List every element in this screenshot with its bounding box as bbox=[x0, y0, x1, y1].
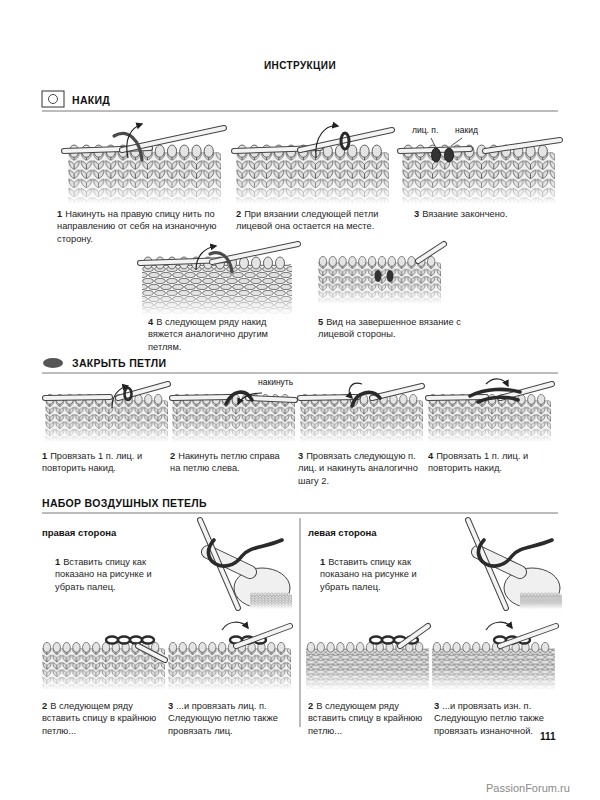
step-caption: Накинуть на правую спицу нить по направл… bbox=[57, 209, 217, 244]
section-heading: ЗАКРЫТЬ ПЕТЛИ bbox=[72, 357, 166, 369]
caption-block: 3...и провязать лиц. п. Следующую петлю … bbox=[168, 700, 294, 737]
page-number: 111 bbox=[540, 731, 556, 742]
caption-block: 2Накинуть петлю справа на петлю слева. bbox=[170, 450, 292, 475]
step-number: 1 bbox=[57, 209, 62, 219]
step-number: 3 bbox=[414, 209, 419, 219]
caption-block: 3...и провязать изн. п. Следующую петлю … bbox=[434, 700, 558, 737]
section-heading-block: ЗАКРЫТЬ ПЕТЛИ bbox=[72, 357, 166, 370]
step-number: 1 bbox=[55, 557, 60, 567]
step-caption: ...и провязать лиц. п. Следующую петлю т… bbox=[168, 701, 278, 736]
step-caption: Вставить спицу как показано на рисунке и… bbox=[55, 557, 152, 592]
step-caption: Накинуть петлю справа на петлю слева. bbox=[170, 451, 280, 473]
step-number: 2 bbox=[308, 701, 313, 711]
step-number: 2 bbox=[170, 451, 175, 461]
callout-label-block: накид bbox=[455, 125, 478, 135]
watermark-block: PassionForum.ru bbox=[486, 782, 570, 795]
step-caption: Вставить спицу как показано на рисунке и… bbox=[320, 557, 417, 592]
subheading: правая сторона bbox=[42, 527, 116, 538]
caption-block: 2В следующем ряду вставить спицу в крайн… bbox=[308, 700, 430, 737]
callout-label-block: лиц. п. bbox=[412, 125, 438, 135]
step-caption: ...и провязать изн. п. Следующую петлю т… bbox=[434, 701, 544, 736]
page-title: ИНСТРУКЦИИ bbox=[0, 60, 600, 72]
step-number: 2 bbox=[236, 209, 241, 219]
section-heading-block: НАБОР ВОЗДУШНЫХ ПЕТЕЛЬ bbox=[42, 497, 207, 510]
step-caption: В следующем ряду накид вяжется аналогичн… bbox=[148, 317, 268, 352]
caption-block: 3Провязать следующую п. лиц. и накинуть … bbox=[298, 450, 423, 487]
step-caption: В следующем ряду вставить спицу в крайню… bbox=[308, 701, 422, 736]
caption-block: 5Вид на завершенное вязание с лицевой ст… bbox=[318, 316, 468, 341]
callout-label: накид bbox=[455, 125, 478, 135]
section-heading-block: НАКИД bbox=[72, 94, 110, 107]
step-caption: Провязать 1 п. лиц. и повторить накид. bbox=[428, 451, 528, 473]
callout-label: лиц. п. bbox=[412, 125, 438, 135]
step-caption: Вид на завершенное вязание с лицевой сто… bbox=[318, 317, 461, 339]
section-heading: НАКИД bbox=[72, 94, 110, 106]
step-caption: Провязать следующую п. лиц. и накинуть а… bbox=[298, 451, 418, 486]
step-number: 1 bbox=[42, 451, 47, 461]
step-number: 4 bbox=[148, 317, 153, 327]
step-caption: В следующем ряду вставить спицу в крайню… bbox=[42, 701, 156, 736]
caption-block: 3Вязание закончено. bbox=[414, 208, 564, 220]
caption-block: 2При вязании следующей петли лицевой она… bbox=[236, 208, 401, 233]
step-number: 3 bbox=[168, 701, 173, 711]
caption-block: 1Вставить спицу как показано на рисунке … bbox=[55, 556, 180, 593]
callout-label: накинуть bbox=[258, 377, 293, 387]
step-caption: Вязание закончено. bbox=[422, 209, 507, 219]
subheading: левая сторона bbox=[308, 527, 377, 538]
subheading-block: правая сторона bbox=[42, 527, 116, 538]
step-number: 4 bbox=[428, 451, 433, 461]
step-number: 5 bbox=[318, 317, 323, 327]
callout-label-block: накинуть bbox=[258, 377, 293, 387]
caption-block: 4В следующем ряду накид вяжется аналогич… bbox=[148, 316, 288, 353]
step-number: 3 bbox=[434, 701, 439, 711]
step-caption: Провязать 1 п. лиц. и повторить накид. bbox=[42, 451, 142, 473]
section-heading: НАБОР ВОЗДУШНЫХ ПЕТЕЛЬ bbox=[42, 497, 207, 509]
caption-block: 1Накинуть на правую спицу нить по направ… bbox=[57, 208, 225, 245]
caption-block: 1Вставить спицу как показано на рисунке … bbox=[320, 556, 445, 593]
step-number: 3 bbox=[298, 451, 303, 461]
caption-block: 4Провязать 1 п. лиц. и повторить накид. bbox=[428, 450, 553, 475]
caption-block: 1Провязать 1 п. лиц. и повторить накид. bbox=[42, 450, 164, 475]
watermark: PassionForum.ru bbox=[486, 782, 570, 794]
subheading-block: левая сторона bbox=[308, 527, 377, 538]
page-number-block: 111 bbox=[540, 731, 556, 743]
step-caption: При вязании следующей петли лицевой она … bbox=[236, 209, 378, 231]
caption-block: 2В следующем ряду вставить спицу в крайн… bbox=[42, 700, 164, 737]
step-number: 1 bbox=[320, 557, 325, 567]
step-number: 2 bbox=[42, 701, 47, 711]
